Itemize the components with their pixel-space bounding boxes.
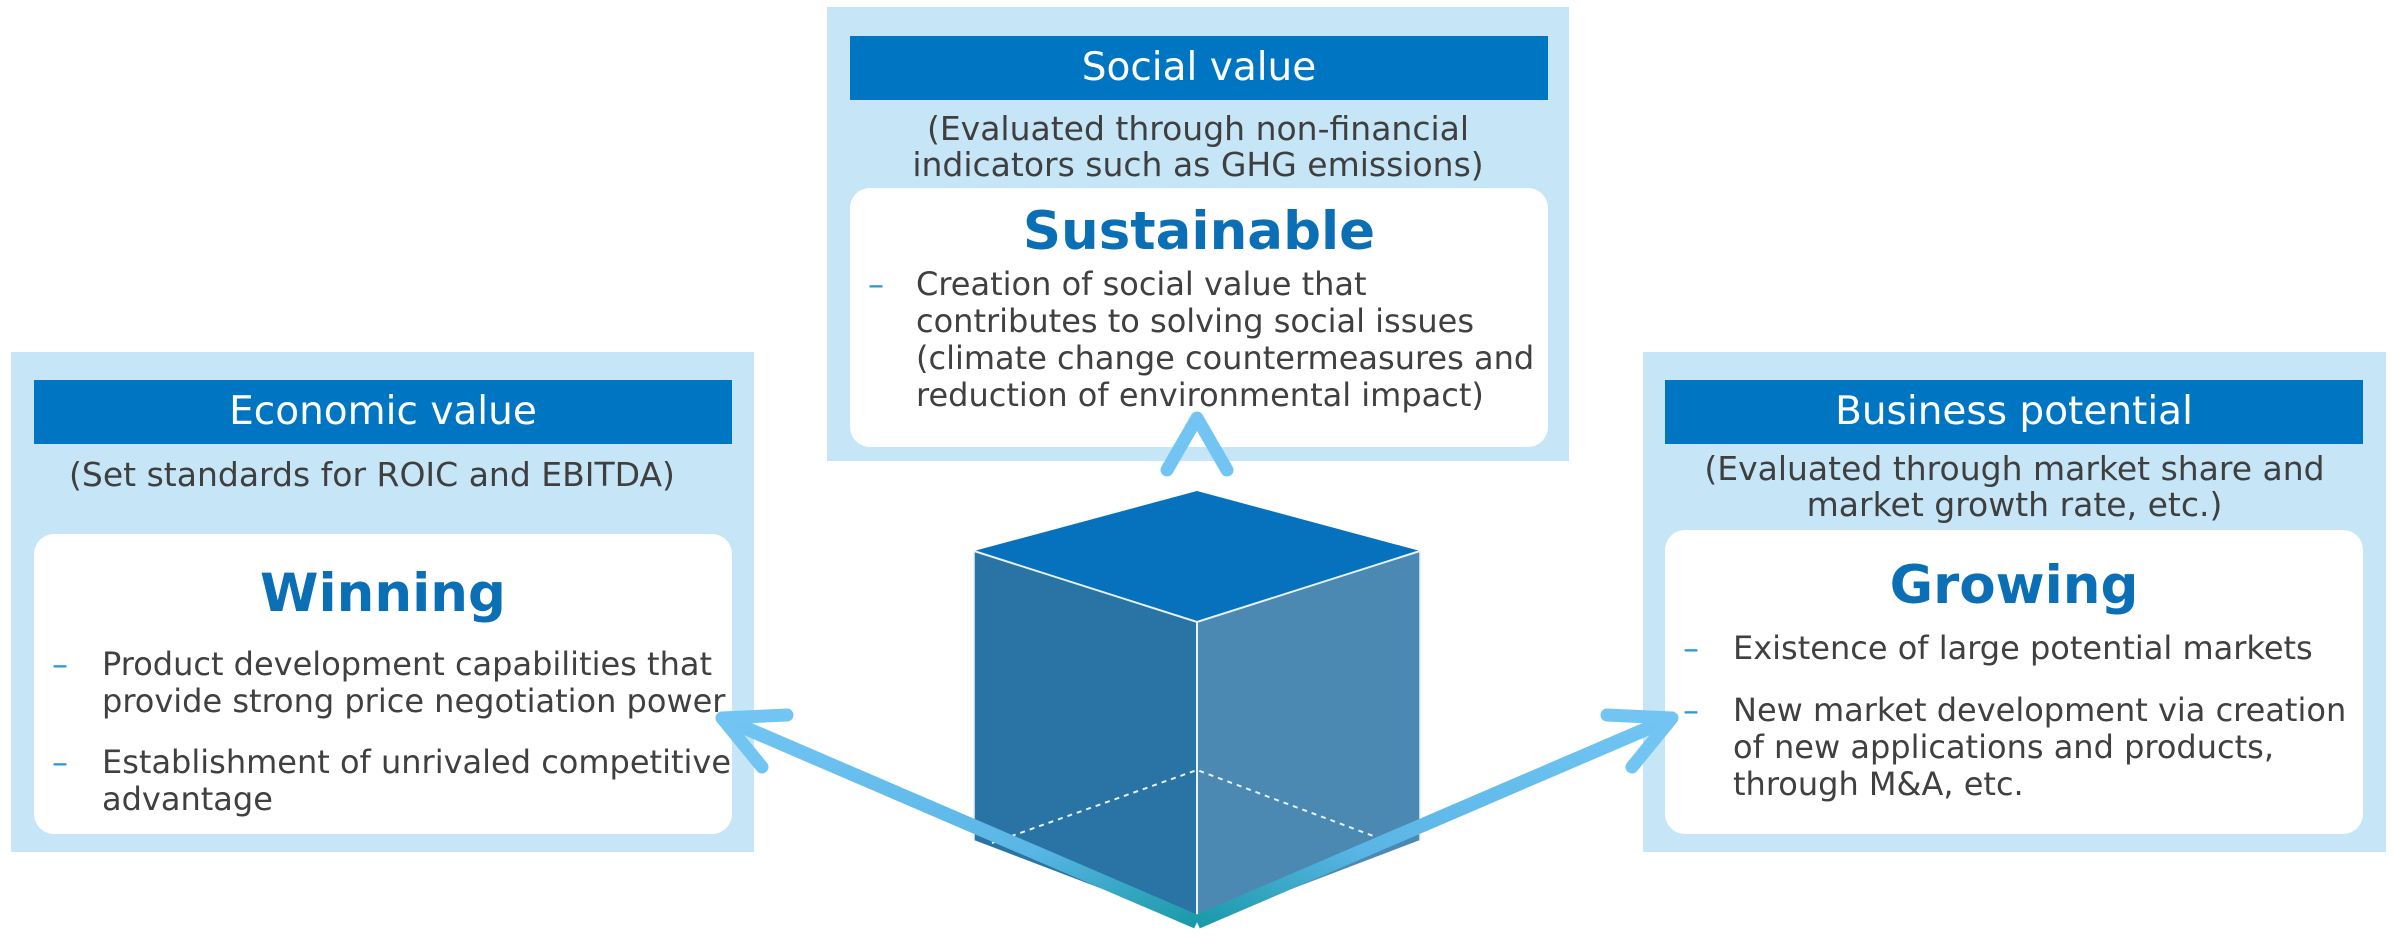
left-arrow-shaft	[719, 711, 1200, 929]
right-arrow-head	[1600, 708, 1679, 774]
winning-title: Winning	[260, 563, 506, 624]
bullet-mark: –	[52, 645, 68, 683]
bullet-mark: –	[1683, 629, 1699, 667]
bullet-mark: –	[1683, 691, 1699, 729]
cube-hidden-edges	[991, 768, 1393, 844]
bullet-mark: –	[868, 265, 884, 303]
economic-bullet-1: Product development capabilities that pr…	[102, 645, 726, 720]
social-bullet: Creation of social value that contribute…	[916, 265, 1535, 414]
business-potential-panel: Business potential (Evaluated through ma…	[1643, 352, 2386, 852]
social-value-subtitle: (Evaluated through non-financial indicat…	[912, 109, 1484, 184]
business-bullet-2: New market development via creation of n…	[1733, 691, 2347, 803]
cube-right-face	[1197, 551, 1420, 925]
vertical-arrow-head	[1160, 411, 1234, 477]
economic-value-subtitle: (Set standards for ROIC and EBITDA)	[69, 455, 675, 494]
cube-left-face	[974, 551, 1197, 925]
growing-title: Growing	[1889, 555, 2139, 616]
left-arrow-head	[715, 708, 794, 774]
business-potential-card: Growing – Existence of large potential m…	[1665, 530, 2363, 834]
social-value-card: Sustainable – Creation of social value t…	[850, 188, 1548, 447]
economic-value-panel: Economic value (Set standards for ROIC a…	[11, 352, 754, 852]
right-arrow-shaft	[1194, 711, 1675, 929]
economic-value-card: Winning – Product development capabiliti…	[34, 534, 732, 834]
business-potential-subtitle: (Evaluated through market share and mark…	[1704, 449, 2325, 524]
economic-bullet-2: Establishment of unrivaled competitive a…	[102, 743, 732, 818]
business-potential-header: Business potential	[1665, 380, 2363, 444]
economic-value-header: Economic value	[34, 380, 732, 444]
sustainable-title: Sustainable	[1022, 201, 1376, 262]
social-value-panel: Social value (Evaluated through non-fina…	[827, 7, 1569, 461]
business-bullet-1: Existence of large potential markets	[1733, 629, 2313, 667]
bullet-mark: –	[52, 743, 68, 781]
social-value-header: Social value	[850, 36, 1548, 100]
